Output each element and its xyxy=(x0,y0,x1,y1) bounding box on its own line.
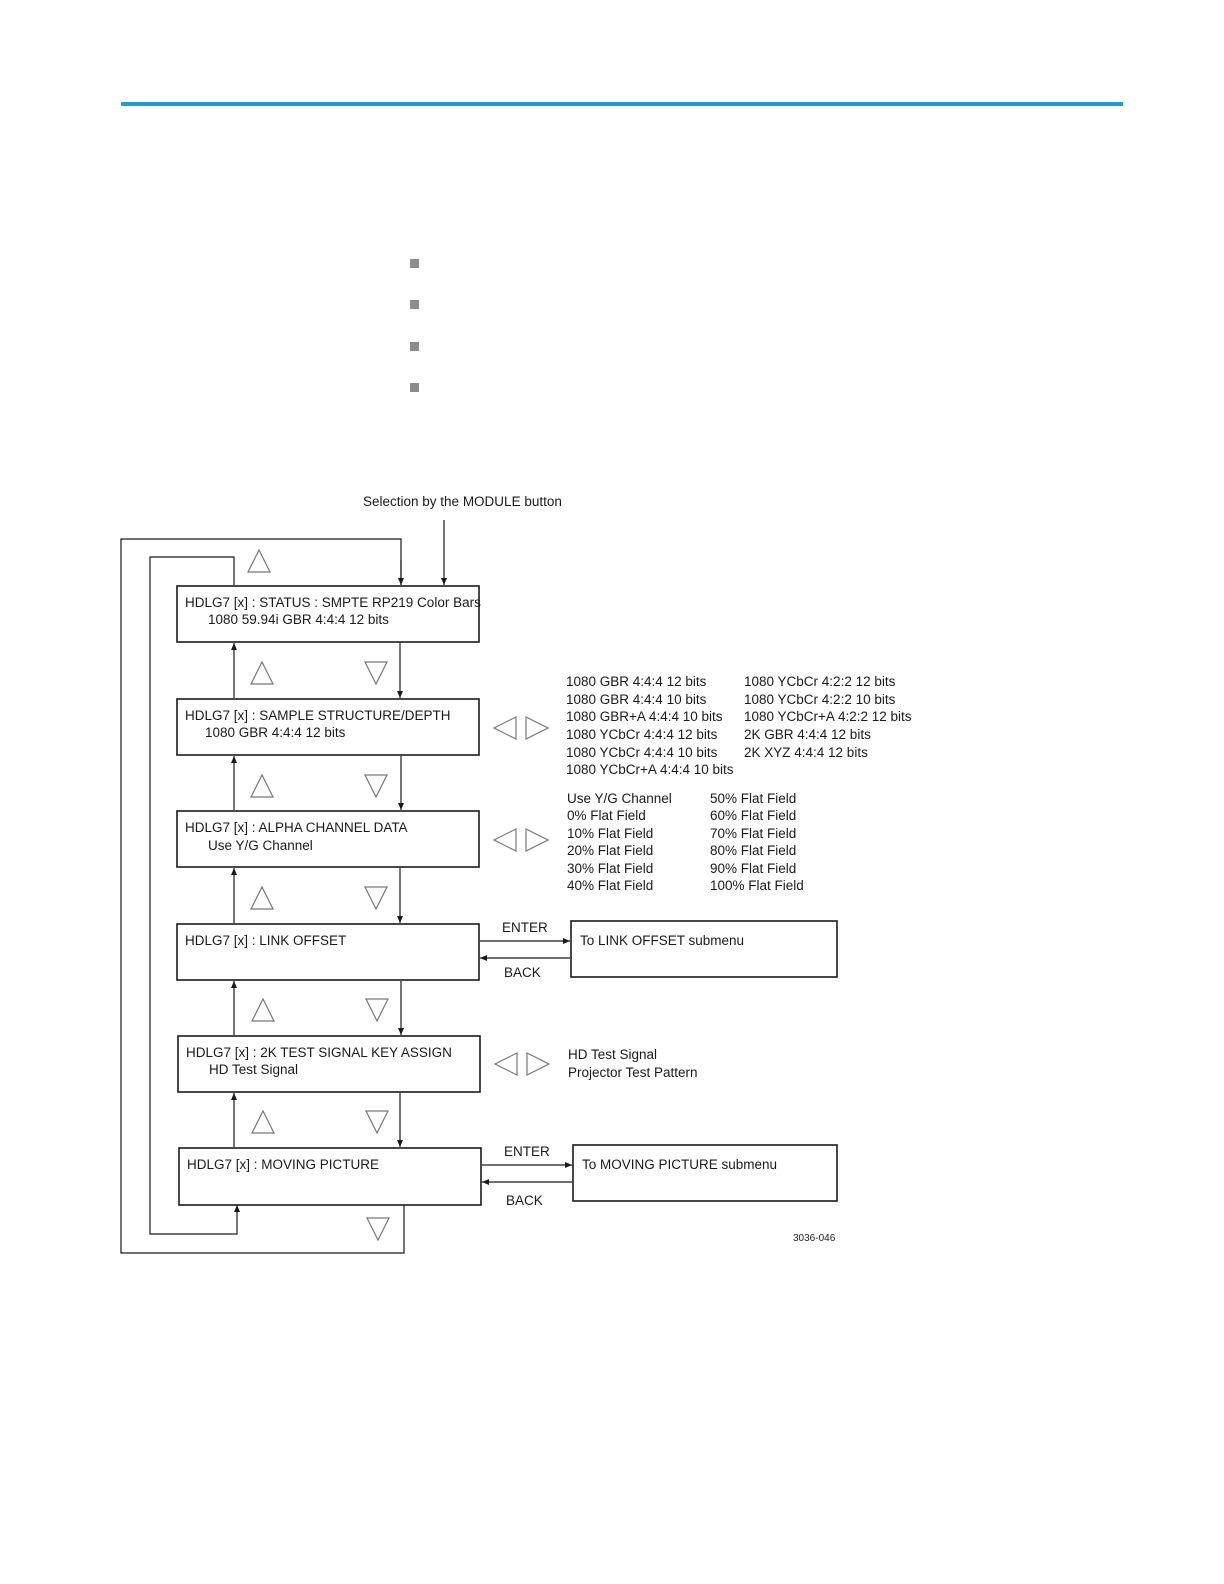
option-text: 100% Flat Field xyxy=(710,878,804,893)
option-text: 30% Flat Field xyxy=(567,861,653,876)
down-button-icon xyxy=(364,886,388,911)
option-text: 1080 YCbCr 4:4:4 12 bits xyxy=(566,727,718,742)
menu-box-moving-picture xyxy=(178,1147,482,1206)
menu-box-alpha-channel xyxy=(176,810,480,868)
right-button-icon xyxy=(525,716,550,740)
top-rule xyxy=(121,102,1123,106)
option-text: 1080 YCbCr 4:2:2 10 bits xyxy=(744,692,896,707)
enter-label: ENTER xyxy=(504,1144,550,1159)
alpha-channel-line1: HDLG7 [x] : ALPHA CHANNEL DATA xyxy=(185,820,408,835)
down-button-icon xyxy=(364,774,388,799)
left-button-icon xyxy=(493,1052,518,1076)
option-text: 70% Flat Field xyxy=(710,826,796,841)
sample-structure-line2: 1080 GBR 4:4:4 12 bits xyxy=(205,725,346,740)
up-button-icon xyxy=(250,773,274,798)
option-text: 1080 GBR 4:4:4 10 bits xyxy=(566,692,707,707)
up-button-icon xyxy=(247,548,271,573)
option-text: 2K GBR 4:4:4 12 bits xyxy=(744,727,871,742)
back-label: BACK xyxy=(504,965,541,980)
down-button-icon xyxy=(364,661,388,686)
bullet-3 xyxy=(410,342,419,351)
menu-box-status xyxy=(176,585,480,643)
status-line2: 1080 59.94i GBR 4:4:4 12 bits xyxy=(208,612,389,627)
submenu-box-link-offset xyxy=(570,920,838,978)
option-text: 10% Flat Field xyxy=(567,826,653,841)
menu-box-key-assign xyxy=(177,1035,481,1093)
bullet-1 xyxy=(410,259,419,268)
option-text: 20% Flat Field xyxy=(567,843,653,858)
menu-box-sample-structure xyxy=(176,698,480,756)
right-button-icon xyxy=(525,828,550,852)
sample-structure-line1: HDLG7 [x] : SAMPLE STRUCTURE/DEPTH xyxy=(185,708,451,723)
option-text: 1080 YCbCr+A 4:2:2 12 bits xyxy=(744,709,912,724)
option-text: 90% Flat Field xyxy=(710,861,796,876)
option-text: 2K XYZ 4:4:4 12 bits xyxy=(744,745,868,760)
option-text: 1080 GBR 4:4:4 12 bits xyxy=(566,674,707,689)
option-text: HD Test Signal xyxy=(568,1047,657,1062)
down-button-icon xyxy=(366,1217,390,1242)
option-text: 40% Flat Field xyxy=(567,878,653,893)
figure-id: 3036-046 xyxy=(793,1233,836,1244)
bullet-4 xyxy=(410,383,419,392)
menu-box-link-offset xyxy=(176,923,480,981)
key-assign-line2: HD Test Signal xyxy=(209,1062,298,1077)
submenu-link-offset-text: To LINK OFFSET submenu xyxy=(580,933,744,948)
option-text: 0% Flat Field xyxy=(567,808,646,823)
left-button-icon xyxy=(492,828,517,852)
key-assign-line1: HDLG7 [x] : 2K TEST SIGNAL KEY ASSIGN xyxy=(186,1045,452,1060)
option-text: 50% Flat Field xyxy=(710,791,796,806)
module-selection-caption: Selection by the MODULE button xyxy=(363,494,562,509)
down-button-icon xyxy=(365,998,389,1023)
option-text: 1080 GBR+A 4:4:4 10 bits xyxy=(566,709,723,724)
link-offset-line1: HDLG7 [x] : LINK OFFSET xyxy=(185,933,346,948)
left-button-icon xyxy=(492,716,517,740)
submenu-box-moving-picture xyxy=(572,1144,838,1202)
up-button-icon xyxy=(251,1109,275,1134)
outer-loop-line xyxy=(120,538,405,1254)
option-text: 80% Flat Field xyxy=(710,843,796,858)
option-text: Use Y/G Channel xyxy=(567,791,672,806)
option-text: 1080 YCbCr 4:2:2 12 bits xyxy=(744,674,896,689)
enter-label: ENTER xyxy=(502,920,548,935)
bullet-2 xyxy=(410,300,419,309)
status-line1: HDLG7 [x] : STATUS : SMPTE RP219 Color B… xyxy=(185,595,481,610)
up-button-icon xyxy=(251,997,275,1022)
inner-loop-line xyxy=(149,556,240,1235)
down-button-icon xyxy=(365,1110,389,1135)
option-text: 1080 YCbCr 4:4:4 10 bits xyxy=(566,745,718,760)
submenu-moving-picture-text: To MOVING PICTURE submenu xyxy=(582,1157,777,1172)
alpha-channel-line2: Use Y/G Channel xyxy=(208,838,313,853)
up-button-icon xyxy=(250,885,274,910)
option-text: 60% Flat Field xyxy=(710,808,796,823)
option-text: Projector Test Pattern xyxy=(568,1065,698,1080)
back-label: BACK xyxy=(506,1193,543,1208)
option-text: 1080 YCbCr+A 4:4:4 10 bits xyxy=(566,762,734,777)
moving-picture-line1: HDLG7 [x] : MOVING PICTURE xyxy=(187,1157,379,1172)
up-button-icon xyxy=(250,660,274,685)
right-button-icon xyxy=(526,1052,551,1076)
